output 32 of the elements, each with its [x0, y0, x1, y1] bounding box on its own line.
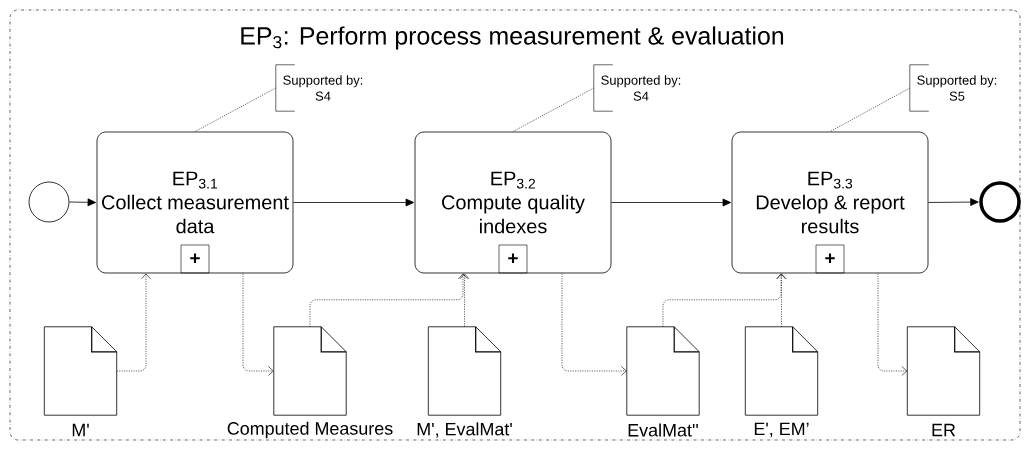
leader-line	[829, 87, 911, 132]
sequence-arrow	[611, 198, 731, 207]
sequence-arrow	[69, 198, 97, 207]
start-event-circle	[28, 181, 70, 223]
node-label: ER	[932, 423, 956, 437]
sequence-arrow	[928, 198, 979, 206]
node-label: M', EvalMat'	[417, 422, 512, 438]
leader-line	[194, 87, 277, 132]
association-arrow	[242, 273, 274, 376]
annotation: Supported by: S5	[909, 64, 997, 112]
end-event-circle	[979, 181, 1021, 223]
association-arrow	[459, 273, 470, 328]
node-label: EvalMat''	[628, 423, 698, 437]
document: ER	[906, 326, 981, 437]
node-label: M'	[72, 423, 89, 437]
leader-line	[512, 87, 595, 132]
document: EvalMat''	[626, 326, 700, 437]
document: Computed Measures	[227, 326, 393, 439]
association-arrow	[662, 273, 786, 328]
node-label: Computed Measures	[227, 421, 393, 439]
association-arrow	[776, 273, 787, 328]
annotation: Supported by: S4	[593, 64, 681, 112]
document: E', EM’	[744, 326, 819, 438]
association-arrow	[116, 273, 151, 372]
document: M'	[43, 326, 118, 437]
association-arrow	[561, 273, 627, 376]
annotation: Supported by: S4	[275, 64, 363, 112]
association-arrow	[309, 273, 468, 328]
sequence-arrow	[293, 198, 414, 207]
association-arrow	[877, 273, 908, 376]
document: M', EvalMat'	[417, 326, 512, 438]
node-label: E', EM’	[754, 422, 809, 438]
